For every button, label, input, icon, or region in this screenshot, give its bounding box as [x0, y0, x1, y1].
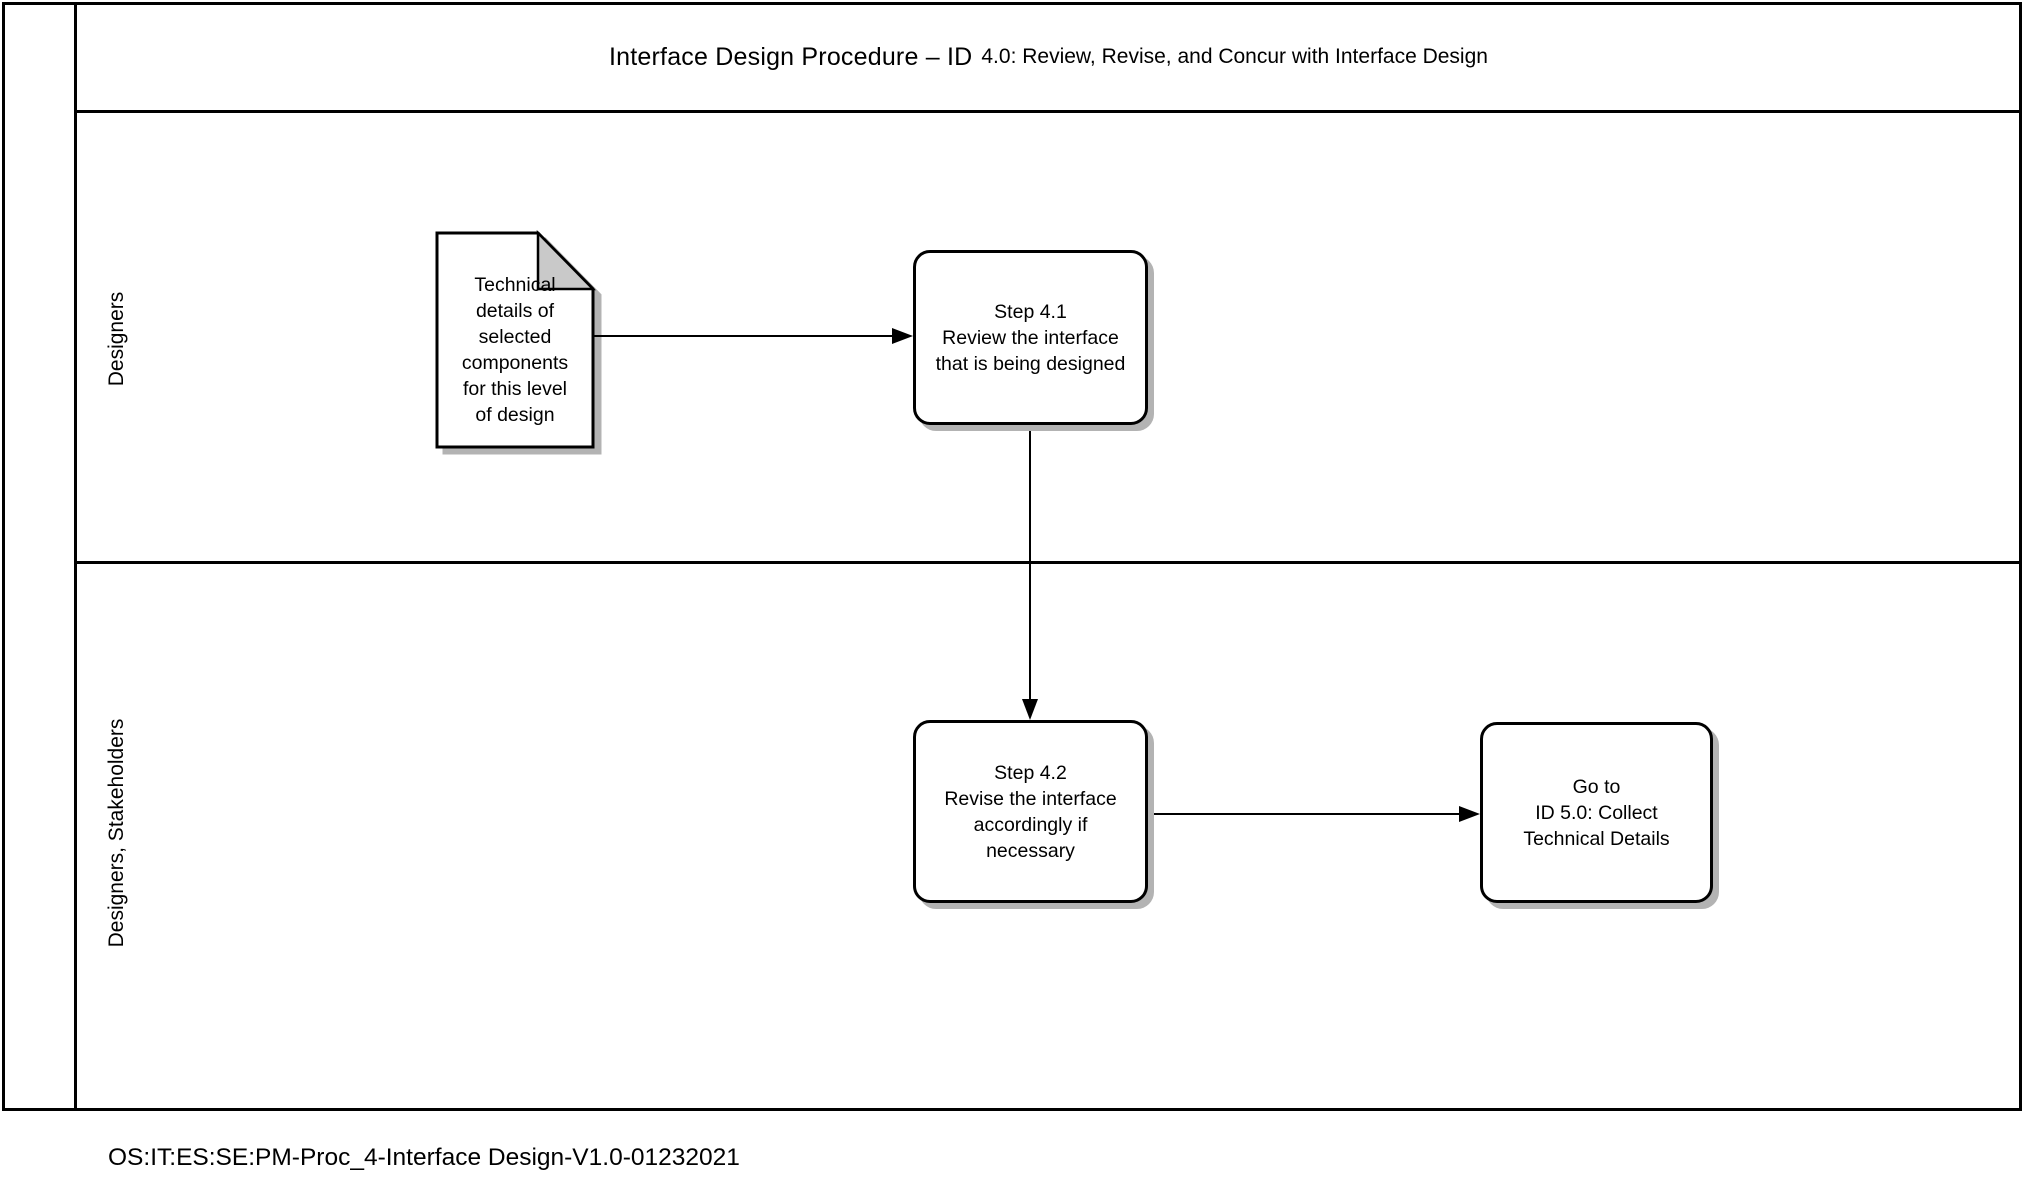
- step-4-1-box: Step 4.1 Review the interface that is be…: [913, 250, 1148, 425]
- diagram-title: Interface Design Procedure – ID 4.0: Rev…: [75, 2, 2022, 112]
- margin-column-divider: [74, 2, 77, 1111]
- diagram-title-sub: 4.0: Review, Revise, and Concur with Int…: [981, 45, 1488, 68]
- title-band-divider: [75, 110, 2022, 113]
- diagram-title-main: Interface Design Procedure – ID: [609, 42, 973, 71]
- outer-border-left: [2, 2, 5, 1111]
- arrowhead-goto: [1459, 806, 1480, 822]
- swimlane-divider: [75, 561, 2022, 564]
- outer-border-right: [2019, 2, 2022, 1111]
- technical-details-document-label: Technical details of selected components…: [461, 274, 569, 426]
- goto-id-5-0-box: Go to ID 5.0: Collect Technical Details: [1480, 722, 1713, 903]
- footer-document-id: OS:IT:ES:SE:PM-Proc_4-Interface Design-V…: [108, 1144, 740, 1171]
- step-4-2-box: Step 4.2 Revise the interface accordingl…: [913, 720, 1148, 903]
- outer-border-top: [2, 2, 2022, 5]
- outer-border-bottom: [2, 1108, 2022, 1111]
- document-fold-corner: [536, 229, 596, 291]
- arrowhead-step41: [892, 328, 913, 344]
- arrowhead-step42: [1022, 699, 1038, 720]
